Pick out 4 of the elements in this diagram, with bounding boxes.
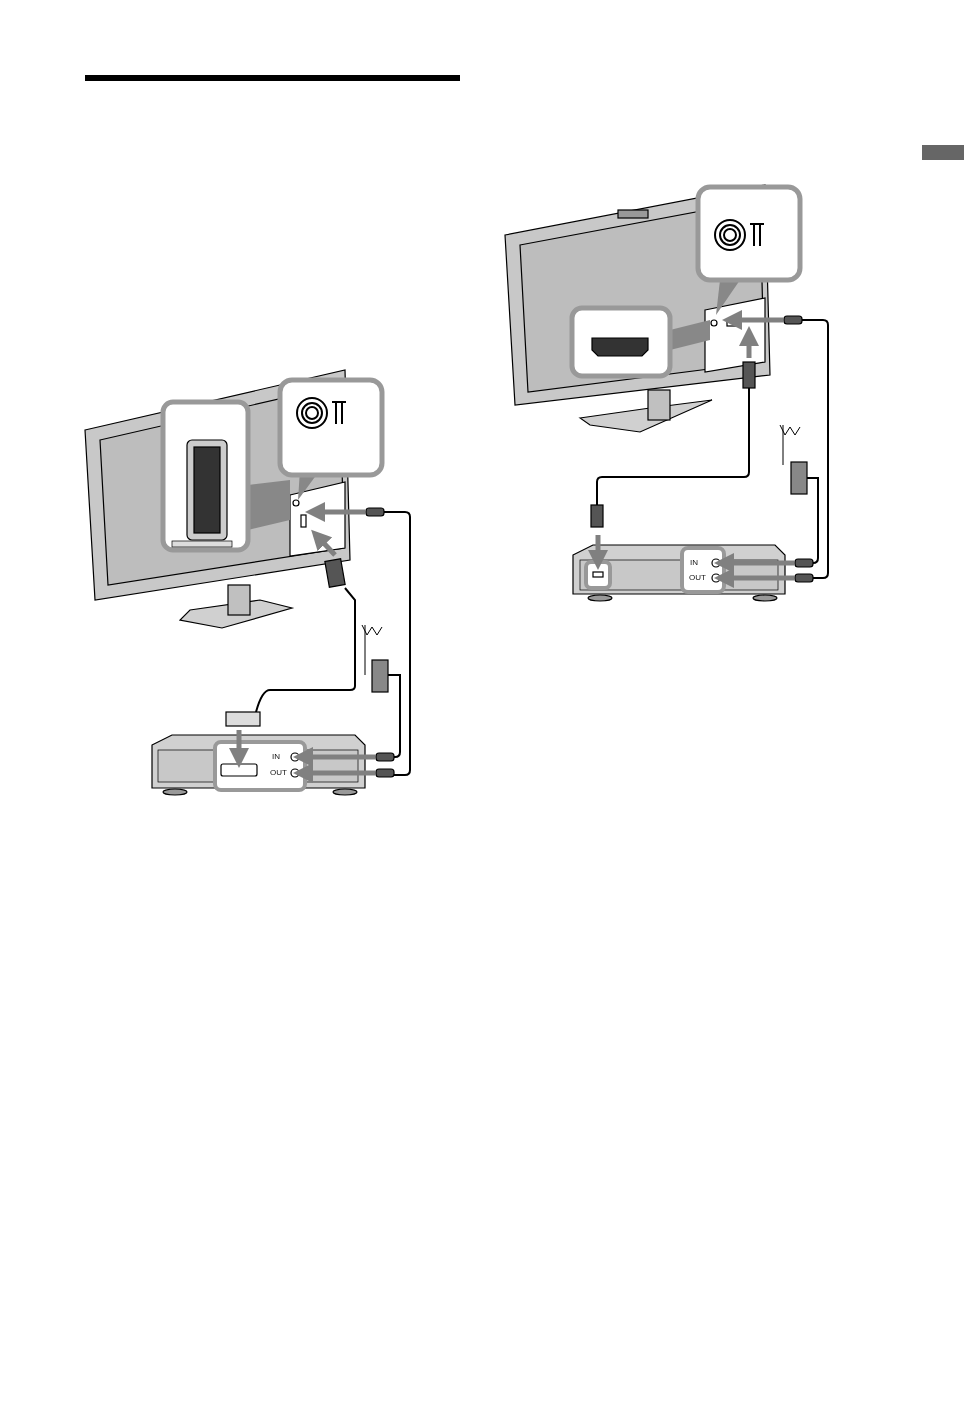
port-label: OUT (270, 768, 287, 777)
port-label: IN (272, 752, 280, 761)
port-label: OUT (689, 573, 706, 582)
port-label: IN (690, 558, 698, 567)
